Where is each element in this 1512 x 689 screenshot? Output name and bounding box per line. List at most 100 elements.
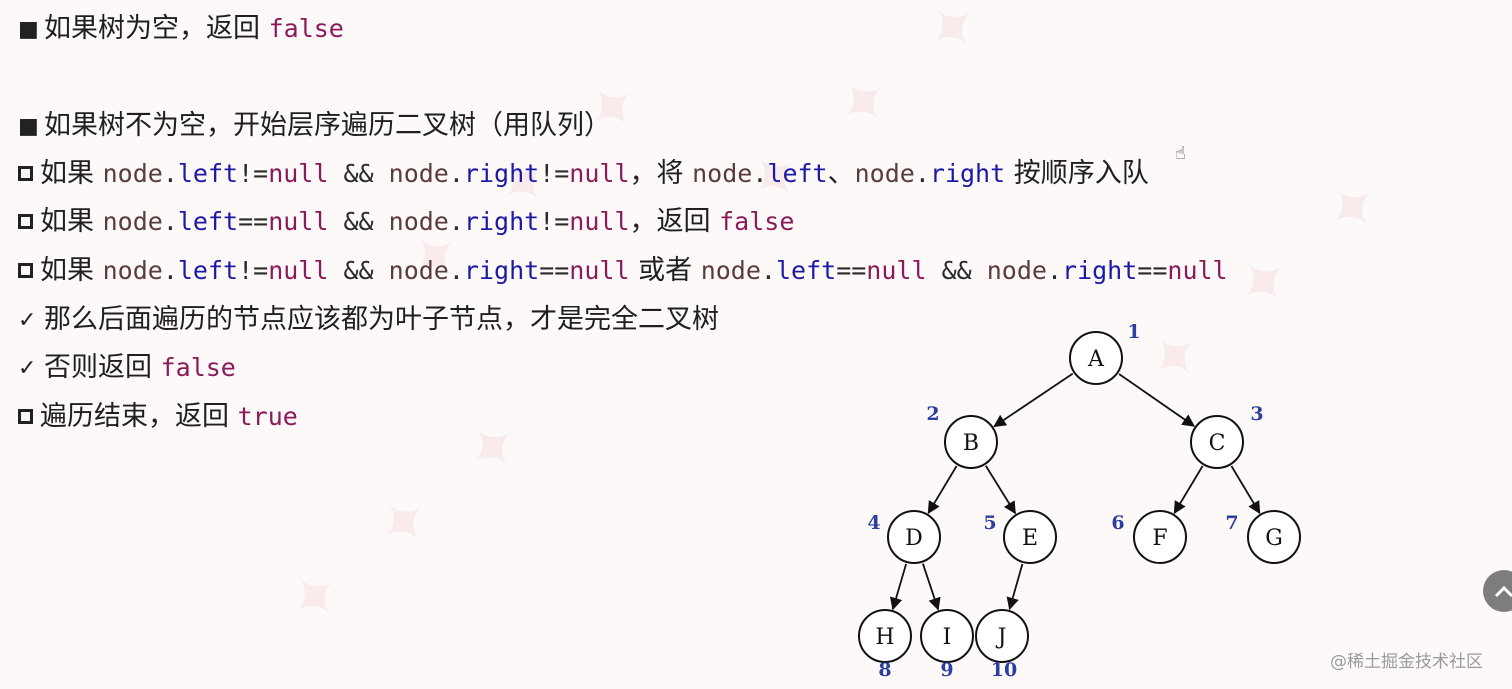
code-token: true [237,402,298,431]
tree-node-E: E5 [983,510,1057,564]
credit-text: @稀土掘金技术社区 [1330,652,1483,672]
tree-node-label: A [1087,347,1105,372]
code-token: right [463,207,540,236]
tree-edge-E-J [1006,563,1024,611]
line-text: ，将 [629,158,693,189]
tree-edge-C-F [1173,465,1204,515]
code-token: . [448,256,464,285]
tree-node-circle [1133,510,1187,564]
tree-edge-D-I [922,563,941,611]
tree-node-index: 6 [1111,512,1124,534]
text-line: 如果树不为空，开始层序遍历二叉树（用队列） [18,109,611,144]
line-text: 那么后面遍历的节点应该都为叶子节点，才是完全二叉树 [44,304,719,335]
code-token: node [388,207,449,236]
tree-node-circle [858,609,912,663]
tree-node-C: C3 [1190,403,1264,469]
tree-node-label: B [963,431,979,456]
tree-node-index: 10 [991,659,1017,681]
line-text: 否则返回 [44,352,161,383]
tree-edge-B-E [985,465,1016,515]
tree-node-index: 7 [1225,512,1238,534]
text-line: 如果 node.left!=null && node.right!=null，将… [18,157,1149,191]
tree-node-label: G [1265,526,1283,551]
line-text: 如果 [40,255,103,286]
tree-node-circle [1190,415,1244,469]
tree-node-index: 8 [878,659,891,681]
open-square-bullet-icon [18,214,33,229]
code-token: node [102,159,163,188]
line-text: 如果树不为空，开始层序遍历二叉树（用队列） [44,110,611,141]
tree-node-label: J [996,625,1007,650]
tree-node-index: 5 [983,512,996,534]
tree-node-circle [887,510,941,564]
tree-node-A: A1 [1069,321,1141,385]
code-token: right [463,159,540,188]
line-text: 、 [827,158,855,189]
code-token: left [177,159,239,188]
code-token: false [719,207,795,236]
tree-node-index: 9 [940,659,953,681]
code-token: null [569,256,630,285]
filled-square-bullet-icon [18,110,44,144]
watermark: ✦ ✦ ✦ [271,390,554,644]
tree-edge-C-G [1230,465,1261,515]
text-line: 否则返回 false [18,351,236,386]
line-text: ，返回 [629,206,720,237]
code-token: && [926,256,987,285]
code-token: null [268,256,329,285]
tree-node-D: D4 [867,510,941,564]
code-token: . [162,159,178,188]
code-token: null [1167,256,1228,285]
tree-node-G: G7 [1225,510,1301,564]
code-token: != [238,159,269,188]
line-text: 按顺序入队 [1005,158,1149,189]
line-text: 遍历结束，返回 [40,401,238,432]
tree-edge-A-C [1118,373,1196,427]
code-token: && [328,207,389,236]
code-token: == [836,256,867,285]
code-token: != [238,256,269,285]
tree-node-circle [975,609,1029,663]
code-token: null [268,159,329,188]
tree-node-index: 2 [926,403,939,425]
tree-node-label: D [905,526,923,551]
checkmark-bullet-icon [18,304,44,338]
tree-node-circle [1247,510,1301,564]
code-token: left [775,256,837,285]
code-token: . [760,256,776,285]
line-text: 如果 [40,158,103,189]
tree-node-label: C [1209,431,1226,456]
code-token: node [102,207,163,236]
tree-node-index: 3 [1250,403,1263,425]
tree-node-index: 1 [1127,321,1140,343]
code-token: left [767,159,828,188]
text-line: 如果 node.left==null && node.right!=null，返… [18,205,794,239]
code-token: null [268,207,329,236]
open-square-bullet-icon [18,409,33,424]
code-token: node [854,159,915,188]
tree-node-H: H8 [858,609,912,681]
tree-node-label: H [875,625,894,650]
text-line: 那么后面遍历的节点应该都为叶子节点，才是完全二叉树 [18,303,719,338]
tree-node-circle [1003,510,1057,564]
code-token: node [388,256,449,285]
line-text: 如果树为空，返回 [44,13,269,44]
code-token: == [1137,256,1168,285]
filled-square-bullet-icon [18,13,44,47]
tree-node-circle [920,609,974,663]
code-token: left [177,256,239,285]
tree-node-I: I9 [920,609,974,681]
checkmark-bullet-icon [18,352,44,386]
scroll-top-button[interactable] [1483,570,1512,612]
code-token: right [1062,256,1138,285]
code-token: . [162,207,178,236]
code-token: . [752,159,768,188]
tree-node-J: J 10 [975,609,1029,681]
tree-node-B: B2 [926,403,998,469]
open-square-bullet-icon [18,263,33,278]
code-token: null [569,207,630,236]
code-token: null [569,159,630,188]
hand-cursor-icon: ☝ [1175,143,1186,164]
line-text: 如果 [40,206,103,237]
